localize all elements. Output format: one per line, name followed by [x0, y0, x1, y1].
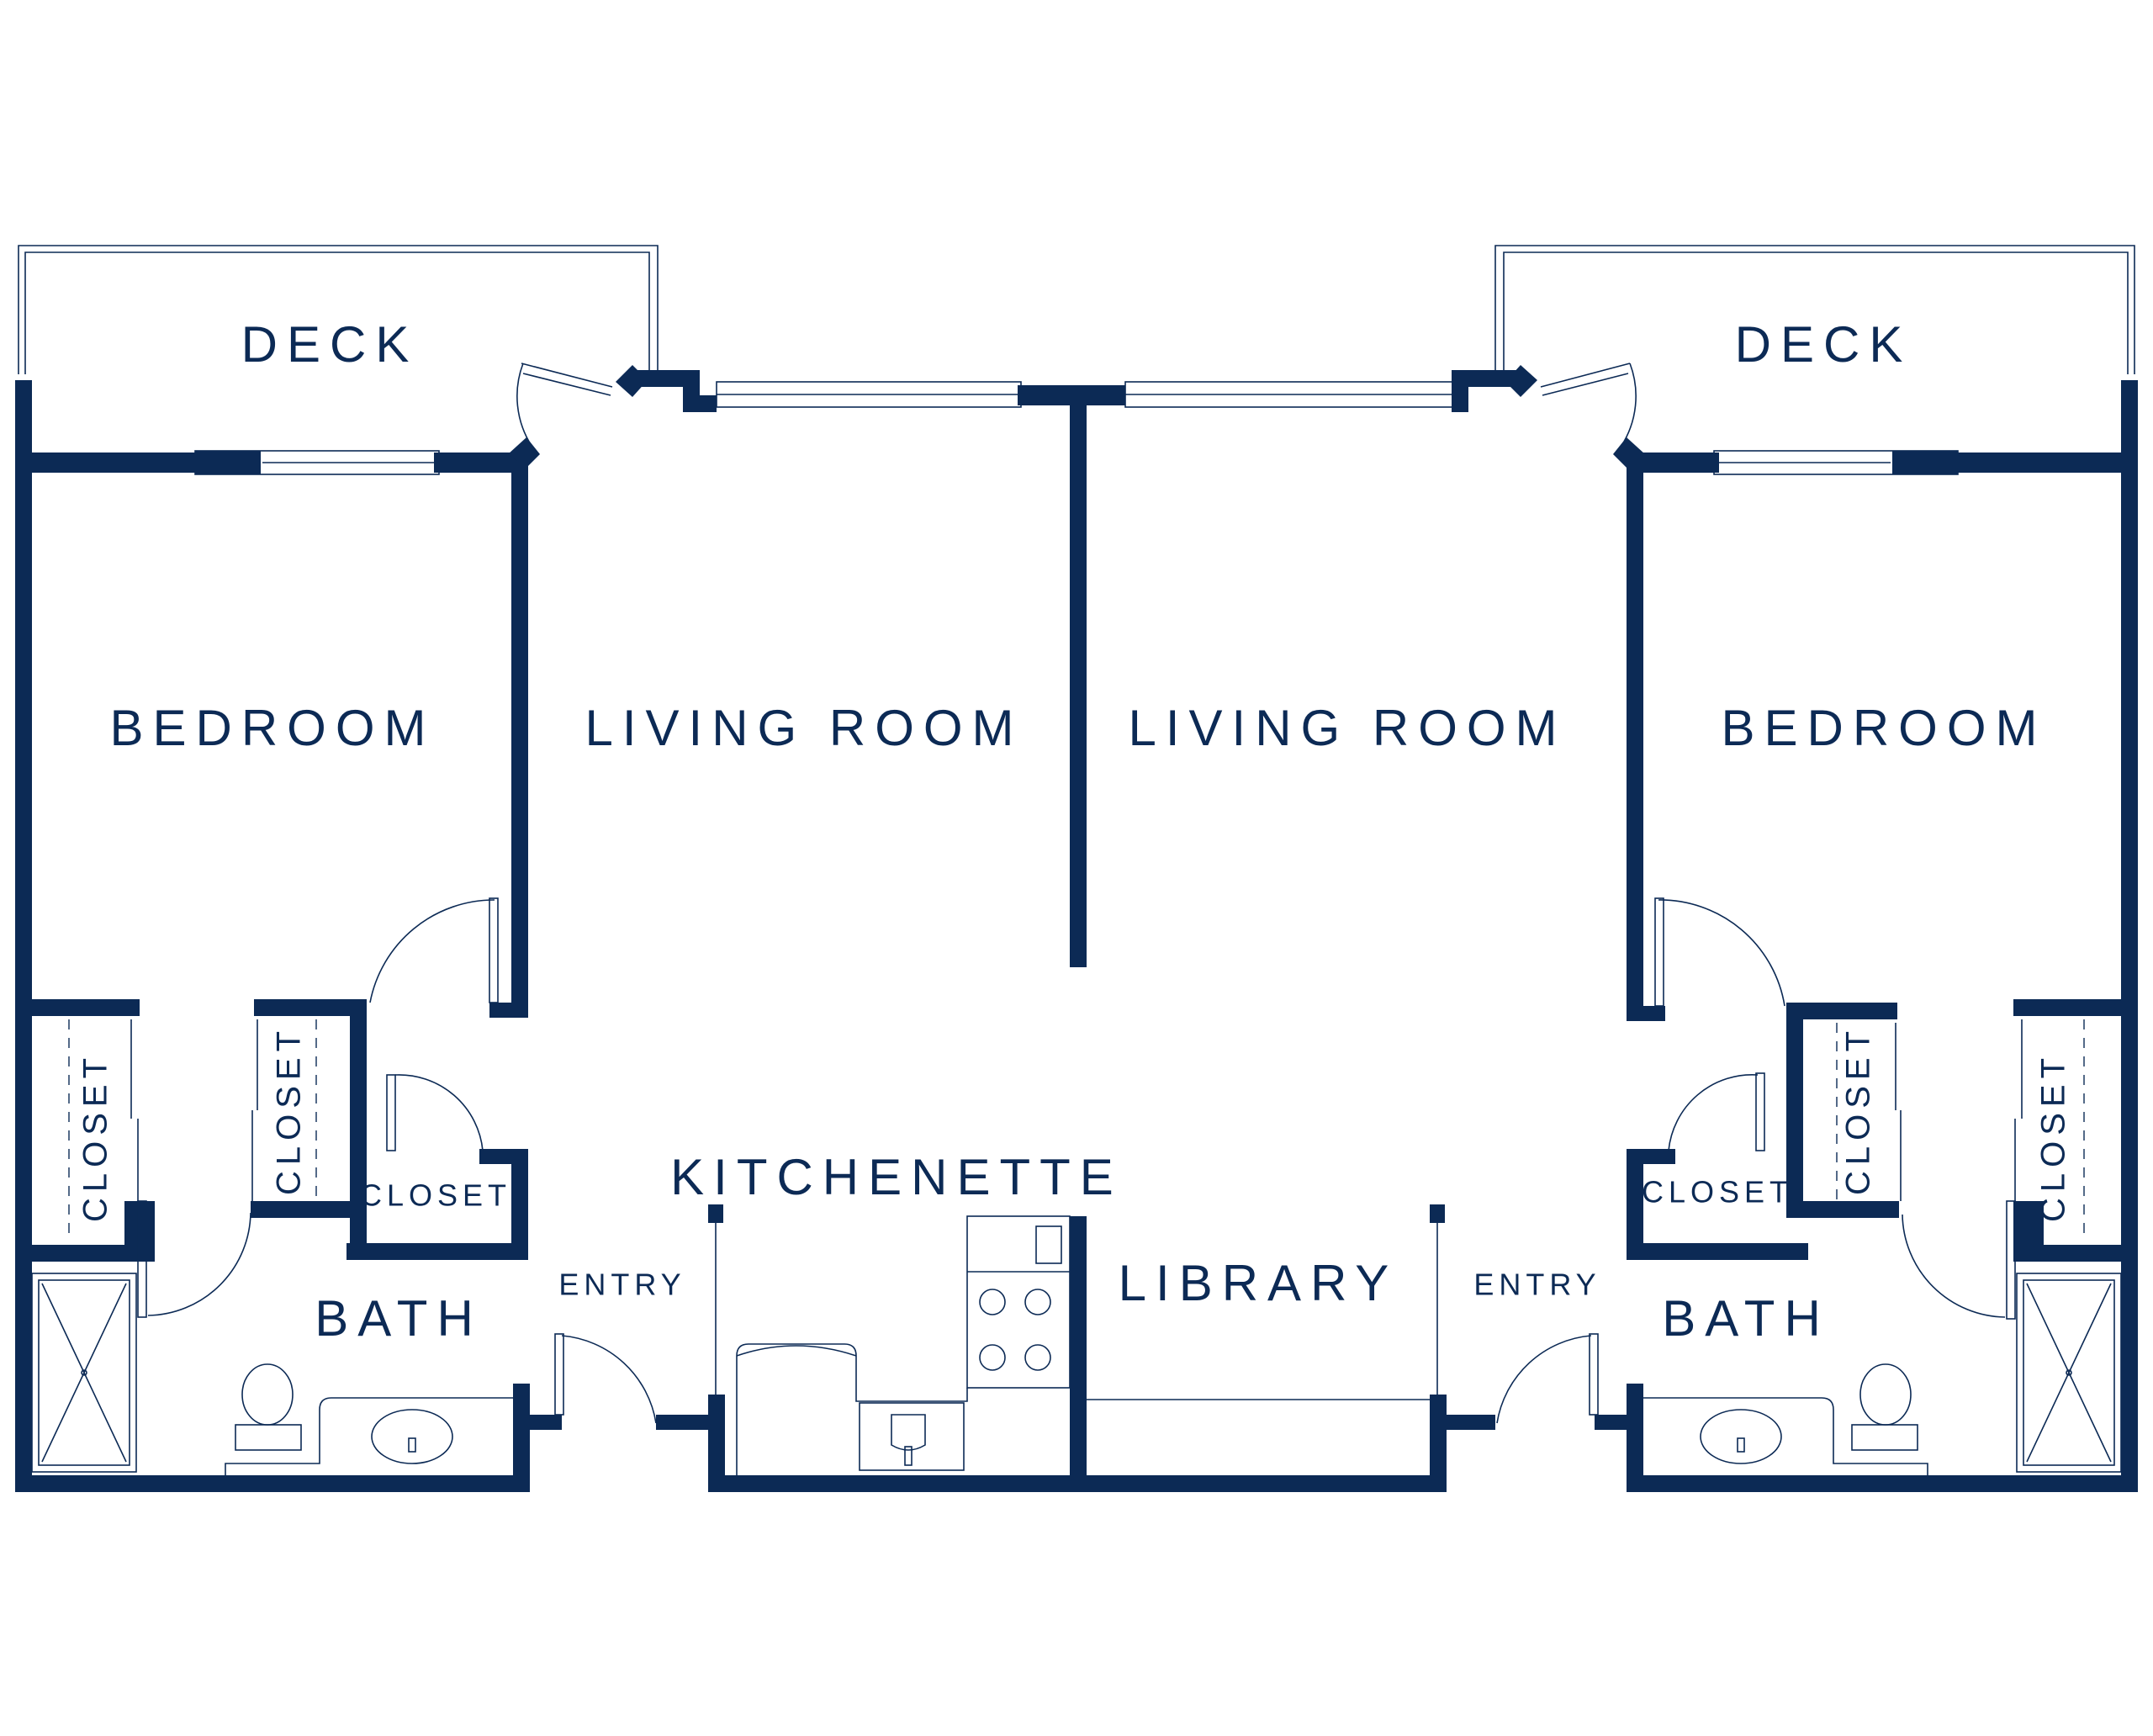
labels-left: DECK BEDROOM LIVING ROOM CLOSET CLOSET C… — [77, 316, 1023, 1347]
deck-label-right: DECK — [1735, 316, 1912, 373]
window-right-bedroom — [1713, 450, 1959, 475]
closet-rods — [68, 1019, 2085, 1241]
entry-label-left: ENTRY — [558, 1268, 685, 1302]
bedroom-label-left: BEDROOM — [109, 700, 435, 756]
bath-label-left: BATH — [315, 1290, 483, 1347]
bedroom-label-right: BEDROOM — [1721, 700, 2046, 756]
window-right-living — [1124, 381, 1454, 408]
closet-label-right-b: CLOSET — [1840, 1025, 1877, 1195]
vanity-left — [225, 1397, 515, 1475]
deck-label-left: DECK — [241, 316, 419, 373]
deck-railing-right — [1494, 245, 2135, 374]
window-left-bedroom — [194, 450, 440, 475]
living-room-label-right: LIVING ROOM — [1128, 700, 1566, 756]
closet-label-left-c: CLOSET — [360, 1178, 511, 1213]
closet-label-left-a: CLOSET — [77, 1052, 114, 1222]
toilet-right — [1851, 1363, 1918, 1451]
closet-label-right-c: CLOSET — [1642, 1175, 1793, 1209]
window-left-living — [716, 381, 1022, 408]
bath-label-right: BATH — [1662, 1290, 1830, 1347]
deck-railing-left — [18, 245, 659, 374]
labels-right: DECK BEDROOM LIVING ROOM CLOSET CLOSET C… — [1128, 316, 2071, 1347]
vanity-right — [1643, 1397, 1928, 1475]
doors — [137, 363, 2016, 1424]
labels-center: KITCHENETTE LIBRARY — [670, 1149, 1399, 1311]
kitchenette-label: KITCHENETTE — [670, 1149, 1123, 1205]
walls — [15, 365, 2138, 1492]
shower-left — [31, 1273, 137, 1473]
living-room-label-left: LIVING ROOM — [585, 700, 1023, 756]
toilet-left — [235, 1363, 302, 1451]
closet-label-right-a: CLOSET — [2035, 1052, 2072, 1222]
library-label: LIBRARY — [1119, 1255, 1399, 1311]
entry-label-right: ENTRY — [1473, 1268, 1600, 1302]
shower-right — [2016, 1273, 2122, 1473]
kitchen-counters — [736, 1215, 1071, 1475]
closet-label-left-b: CLOSET — [271, 1025, 308, 1195]
